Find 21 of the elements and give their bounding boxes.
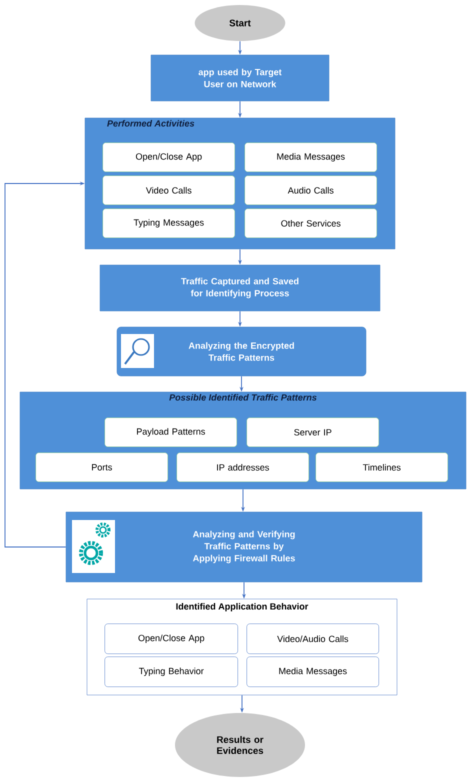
activity-box: Other Services <box>244 208 377 238</box>
pattern-box: Server IP <box>246 418 379 447</box>
process-box: Analyzing the Encrypted Traffic Patterns <box>116 326 366 376</box>
activity-box: Typing Messages <box>102 208 235 238</box>
pattern-box: IP addresses <box>176 452 309 482</box>
pattern-box: Timelines <box>316 452 448 482</box>
process-box: app used by Target User on Network <box>150 54 330 102</box>
process-box: Analyzing and Verifying Traffic Patterns by Applying Firewall Rules <box>66 512 422 582</box>
behavior-box: Media Messages <box>246 656 379 687</box>
activity-box: Audio Calls <box>244 176 377 205</box>
activity-box: Media Messages <box>244 142 377 172</box>
start-oval: Start <box>194 5 286 41</box>
behavior-box: Video/Audio Calls <box>246 624 379 654</box>
end-oval: Results or Evidences <box>175 713 305 777</box>
behavior-box: Typing Behavior <box>104 656 238 687</box>
pattern-box: Payload Patterns <box>104 418 237 447</box>
activity-box: Open/Close App <box>102 142 235 172</box>
activity-box: Video Calls <box>102 176 235 205</box>
behavior-box: Open/Close App <box>104 624 238 654</box>
process-box: Traffic Captured and Saved for Identifying Process <box>100 264 380 312</box>
pattern-box: Ports <box>36 452 168 482</box>
